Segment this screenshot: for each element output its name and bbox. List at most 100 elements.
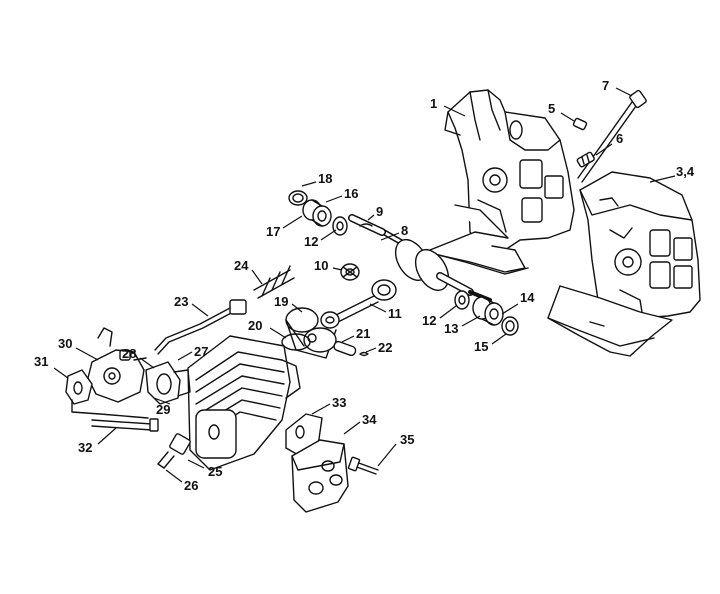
dowel-sleeve-part xyxy=(573,118,587,130)
svg-text:5: 5 xyxy=(548,101,555,116)
callout-31: 31 xyxy=(34,354,69,379)
svg-text:31: 31 xyxy=(34,354,48,369)
long-screw-part xyxy=(92,419,158,431)
callout-10: 10 xyxy=(314,258,343,273)
callout-22: 22 xyxy=(365,340,392,355)
svg-text:27: 27 xyxy=(194,344,208,359)
crankshaft-part xyxy=(352,218,490,300)
intake-gasket-part xyxy=(174,370,190,396)
svg-text:20: 20 xyxy=(248,318,262,333)
callout-13: 13 xyxy=(444,315,481,336)
svg-text:8: 8 xyxy=(401,223,408,238)
callout-9: 9 xyxy=(367,204,383,221)
callout-21: 21 xyxy=(341,326,370,343)
crankcase-assembly-part xyxy=(548,172,700,356)
callout-28: 28 xyxy=(122,346,155,369)
alignment-guide-line xyxy=(72,400,148,418)
svg-text:34: 34 xyxy=(362,412,377,427)
callout-17: 17 xyxy=(266,215,303,239)
callout-34: 34 xyxy=(343,412,377,435)
right-oil-seal-part xyxy=(502,317,518,335)
circlip-part xyxy=(360,353,368,356)
ball-bearing-part xyxy=(303,200,331,226)
svg-text:25: 25 xyxy=(208,464,222,479)
callout-20: 20 xyxy=(248,318,287,339)
cylinder-part xyxy=(188,336,300,470)
intake-flange-part xyxy=(146,362,180,404)
carburetor-gasket-part xyxy=(66,370,92,404)
callout-35: 35 xyxy=(377,432,414,467)
spark-plug-part xyxy=(158,433,191,468)
carburetor-part xyxy=(88,328,146,402)
callout-19: 19 xyxy=(274,294,303,313)
svg-text:33: 33 xyxy=(332,395,346,410)
callout-6: 6 xyxy=(595,131,623,156)
fuel-tube-part xyxy=(254,266,294,298)
svg-text:12: 12 xyxy=(422,313,436,328)
callout-1: 1 xyxy=(430,96,466,117)
callout-25: 25 xyxy=(187,459,222,479)
callout-11: 11 xyxy=(369,303,402,321)
washer-part xyxy=(333,217,347,235)
impulse-hose-part xyxy=(155,300,246,354)
svg-text:23: 23 xyxy=(174,294,188,309)
callout-12b: 12 xyxy=(422,305,457,328)
svg-text:3,4: 3,4 xyxy=(676,164,695,179)
svg-text:24: 24 xyxy=(234,258,249,273)
svg-text:35: 35 xyxy=(400,432,414,447)
callout-32: 32 xyxy=(78,427,117,455)
callout-14: 14 xyxy=(501,290,535,315)
callout-8: 8 xyxy=(380,223,408,241)
svg-text:13: 13 xyxy=(444,321,458,336)
svg-text:17: 17 xyxy=(266,224,280,239)
callout-23: 23 xyxy=(174,294,209,317)
svg-text:21: 21 xyxy=(356,326,370,341)
svg-text:19: 19 xyxy=(274,294,288,309)
callout-labels: 1 3,4 5 6 7 8 9 10 xyxy=(34,78,695,493)
svg-text:30: 30 xyxy=(58,336,72,351)
right-washer-part xyxy=(455,291,469,309)
right-bearing-part xyxy=(473,297,503,325)
callout-12a: 12 xyxy=(304,229,337,249)
svg-text:15: 15 xyxy=(474,339,488,354)
callout-15: 15 xyxy=(474,333,507,354)
svg-text:12: 12 xyxy=(304,234,318,249)
callout-24: 24 xyxy=(234,258,263,285)
callout-18: 18 xyxy=(301,171,332,187)
callout-27: 27 xyxy=(177,344,208,361)
callout-3-4: 3,4 xyxy=(649,164,695,183)
piston-pin-part xyxy=(333,340,357,356)
svg-text:22: 22 xyxy=(378,340,392,355)
needle-cage-part xyxy=(341,264,359,280)
muffler-part xyxy=(292,440,348,512)
oil-seal-part xyxy=(289,191,307,205)
callout-29: 29 xyxy=(153,397,170,417)
svg-text:7: 7 xyxy=(602,78,609,93)
svg-text:26: 26 xyxy=(184,478,198,493)
piston-ring-part xyxy=(282,334,310,350)
svg-text:18: 18 xyxy=(318,171,332,186)
svg-text:16: 16 xyxy=(344,186,358,201)
callout-7: 7 xyxy=(602,78,633,97)
woodruff-key-part xyxy=(360,224,372,226)
muffler-screw-part xyxy=(348,457,378,474)
long-bolt-part xyxy=(578,90,647,182)
svg-text:11: 11 xyxy=(388,306,402,321)
svg-text:6: 6 xyxy=(616,131,623,146)
svg-text:28: 28 xyxy=(122,346,136,361)
callout-16: 16 xyxy=(325,186,358,203)
svg-text:14: 14 xyxy=(520,290,535,305)
connecting-rod-part xyxy=(321,280,396,328)
callout-33: 33 xyxy=(311,395,346,415)
callout-26: 26 xyxy=(165,469,198,493)
callout-5: 5 xyxy=(548,101,575,122)
threaded-sleeve-part xyxy=(577,152,595,168)
svg-text:1: 1 xyxy=(430,96,437,111)
svg-text:29: 29 xyxy=(156,402,170,417)
svg-text:9: 9 xyxy=(376,204,383,219)
svg-text:10: 10 xyxy=(314,258,328,273)
svg-text:32: 32 xyxy=(78,440,92,455)
callout-30: 30 xyxy=(58,336,99,361)
crankcase-half-part xyxy=(420,90,574,274)
